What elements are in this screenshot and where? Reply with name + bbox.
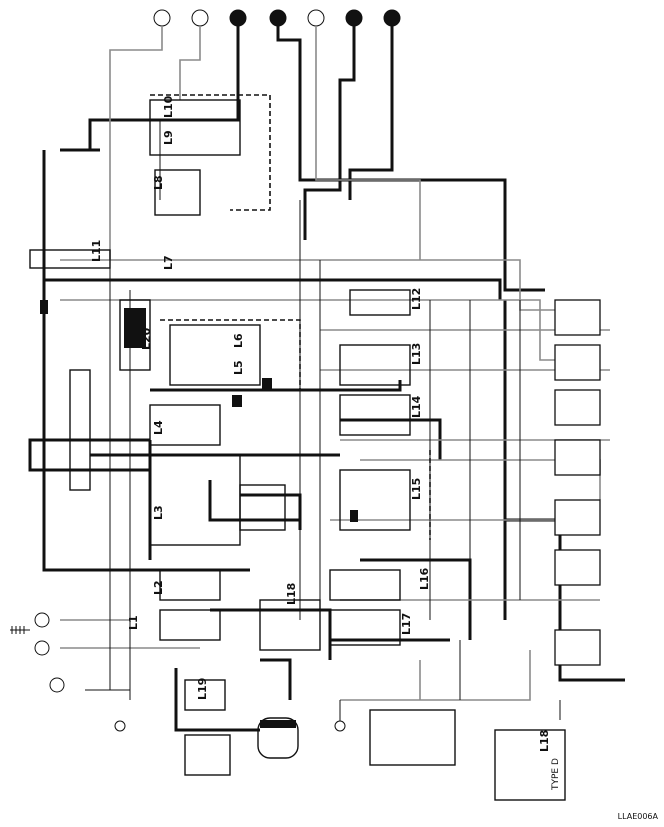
valve-l1: [159, 609, 221, 641]
valve-l2: [159, 569, 221, 601]
filled-blocks: [40, 300, 358, 728]
label-l18-type-d: L18: [538, 730, 551, 752]
valve-block-center: [239, 484, 286, 531]
label-l12: L12: [410, 288, 423, 310]
actuators: [554, 299, 601, 666]
drum: [257, 717, 299, 759]
label-l7: L7: [162, 255, 175, 270]
label-l2: L2: [152, 580, 165, 595]
valve-l15: [339, 469, 411, 531]
label-l1: L1: [127, 615, 140, 630]
label-l9: L9: [162, 130, 175, 145]
line-labels: L1 L2 L3 L4 L5 L6 L7 L8 L9 L10 L11 L12 L…: [90, 95, 561, 791]
left-port-1: [34, 612, 50, 628]
left-coils: [10, 612, 346, 732]
port-4: [269, 9, 287, 27]
label-l20: L20: [140, 327, 153, 350]
actuator-5: [554, 499, 601, 536]
valve-l12: [349, 289, 411, 316]
type-d-detail: [494, 729, 566, 801]
actuator-3: [554, 389, 601, 426]
valve-l11: [29, 249, 111, 269]
label-l11: L11: [90, 240, 103, 262]
port-1: [153, 9, 171, 27]
label-l18: L18: [285, 583, 298, 605]
actuator-1: [554, 299, 601, 336]
components: [29, 99, 566, 801]
valve-l6-l5: [169, 324, 261, 386]
label-l3: L3: [152, 505, 165, 520]
label-l15: L15: [410, 478, 423, 500]
port-2: [191, 9, 209, 27]
accumulator-l20: [119, 299, 151, 371]
valve-l8: [154, 169, 201, 216]
label-l8: L8: [152, 175, 165, 190]
port-bottom-mid: [334, 720, 346, 732]
port-5: [307, 9, 325, 27]
label-l14: L14: [410, 395, 423, 418]
actuator-2: [554, 344, 601, 381]
label-l4: L4: [152, 420, 165, 435]
valve-left-column: [69, 369, 91, 491]
valve-l17: [329, 609, 401, 646]
valve-l16: [329, 569, 401, 601]
port-6: [345, 9, 363, 27]
port-3: [229, 9, 247, 27]
label-l10: L10: [162, 95, 175, 118]
actuator-6: [554, 549, 601, 586]
left-port-2: [34, 640, 50, 656]
tank-lower: [369, 709, 456, 766]
port-7: [383, 9, 401, 27]
actuator-7: [554, 629, 601, 666]
label-l17: L17: [400, 613, 413, 635]
actuator-4: [554, 439, 601, 476]
valve-l18: [259, 599, 321, 651]
label-l5: L5: [232, 360, 245, 375]
figure-caption: LLAE006A: [617, 812, 658, 821]
valve-l13: [339, 344, 411, 386]
top-ports: [153, 9, 401, 27]
label-l6: L6: [232, 333, 245, 348]
label-l19: L19: [196, 678, 209, 700]
valve-l4: [149, 404, 221, 446]
port-bottom-left: [114, 720, 126, 732]
valve-l9-l10: [149, 99, 241, 156]
filter-unit: [184, 734, 231, 776]
label-l16: L16: [418, 567, 431, 590]
dashed-lines: [150, 94, 431, 540]
type-d-label: TYPE D: [551, 758, 561, 791]
left-port-3: [49, 677, 65, 693]
label-l13: L13: [410, 343, 423, 365]
thin-lines: [85, 120, 561, 730]
valve-l19: [184, 679, 226, 711]
valve-l14: [339, 394, 411, 436]
